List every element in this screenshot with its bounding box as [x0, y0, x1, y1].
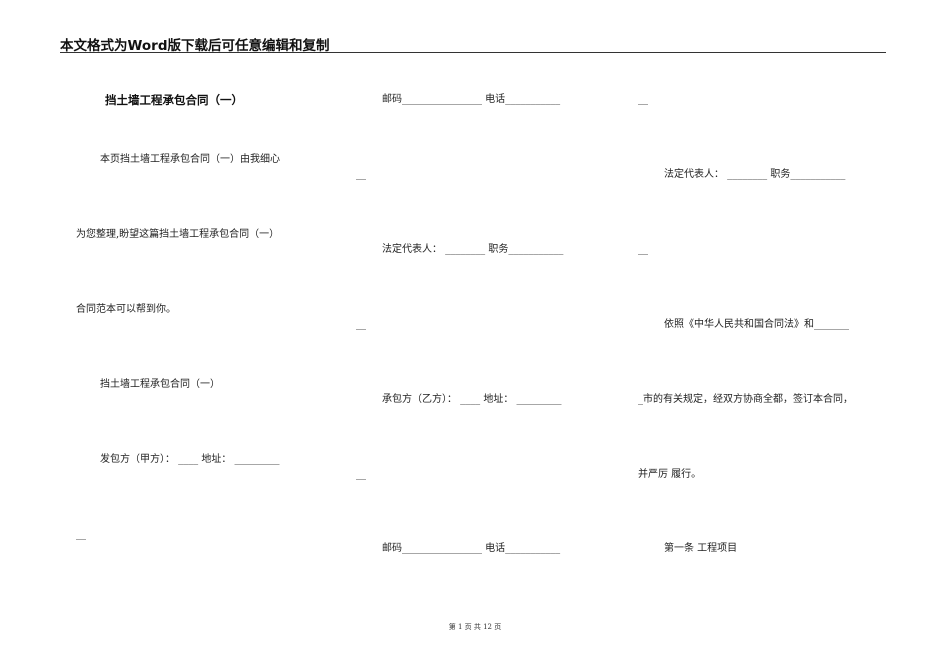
document-title: 挡土墙工程承包合同（一） [105, 93, 243, 107]
text-line: 本页挡土墙工程承包合同（一）由我细心 [100, 154, 280, 165]
text-line: 法定代表人： ________ 职务___________ [382, 244, 564, 255]
text-line: __ [356, 469, 366, 480]
column-1: 挡土墙工程承包合同（一） 本页挡土墙工程承包合同（一）由我细心为您整理,盼望这篇挡… [76, 0, 338, 672]
text-line: __ [356, 319, 366, 330]
text-line: 法定代表人： ________ 职务___________ [664, 169, 846, 180]
page-footer-number: 第 1 页 共 12 页 [448, 623, 502, 631]
text-line: 邮码________________ 电话___________ [382, 94, 561, 105]
text-line: 挡土墙工程承包合同（一） [100, 379, 220, 390]
text-line: __ [356, 169, 366, 180]
text-line: __ [638, 244, 648, 255]
text-line: 并严厉 履行。 [638, 469, 702, 480]
text-line: 承包方（乙方）： ____ 地址： _________ [382, 394, 562, 405]
text-line: __ [76, 529, 86, 540]
column-3: __ 法定代表人： ________ 职务___________ __ 依照《中华人民… [638, 0, 900, 672]
column-2: 邮码________________ 电话___________ __ 法定代表人：… [356, 0, 618, 672]
text-line: 为您整理,盼望这篇挡土墙工程承包合同（一） [76, 229, 280, 240]
text-line: 第一条 工程项目 [664, 543, 738, 554]
text-line: 邮码________________ 电话___________ [382, 543, 561, 554]
text-line: 合同范本可以帮到你。 [76, 304, 176, 315]
text-line: _市的有关规定，经双方协商全都，签订本合同， [638, 394, 853, 405]
text-line: 发包方（甲方）： ____ 地址： _________ [100, 454, 280, 465]
page-header-title: 本文格式为Word版下载后可任意编辑和复制 [60, 38, 330, 54]
text-line: 依照《中华人民共和国合同法》和_______ [664, 319, 849, 330]
text-line: __ [638, 94, 648, 105]
header-rule [60, 52, 886, 53]
